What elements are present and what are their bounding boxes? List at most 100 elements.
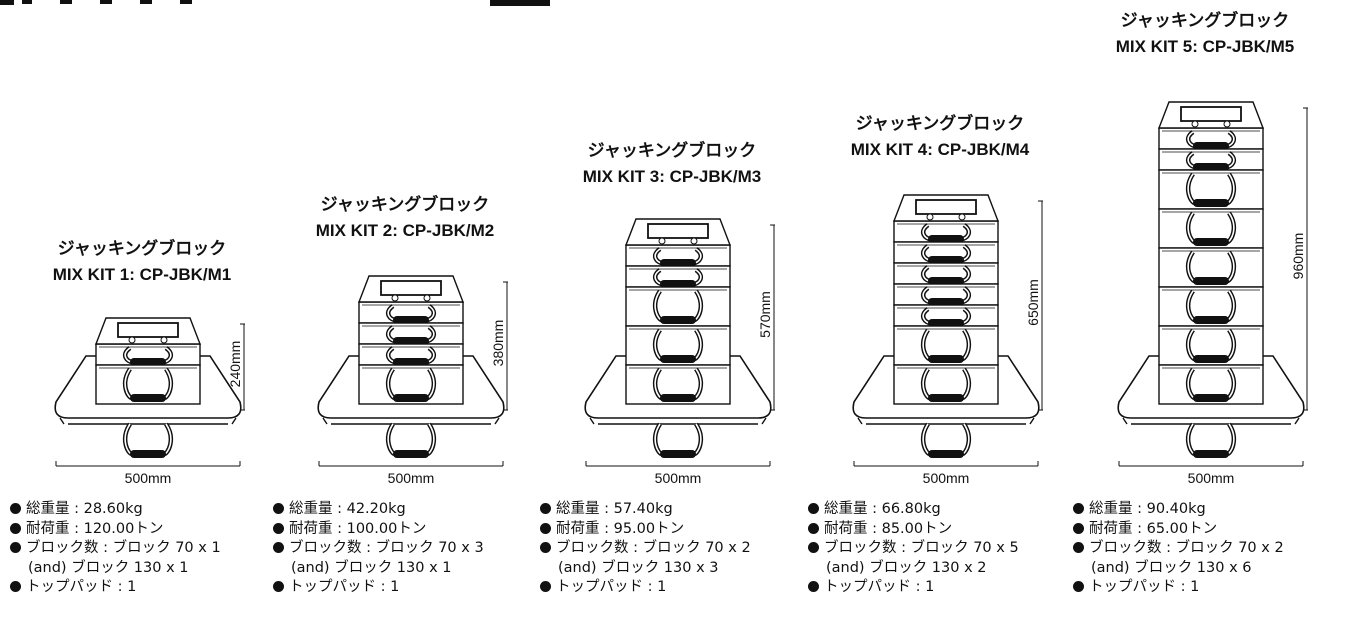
block-handle (1185, 130, 1237, 150)
block-handle (385, 367, 437, 402)
spec-blocks-and: (and) ブロック 130 x 2 (826, 559, 987, 576)
block-handle (652, 328, 704, 363)
block-handle (1185, 367, 1237, 402)
base-plate-corner (1122, 417, 1300, 425)
bullet-icon (1073, 503, 1084, 514)
spec-blocks: ブロック数 : ブロック 70 x 2 (1073, 539, 1284, 559)
height-label: 380mm (490, 320, 506, 367)
top-pad-bolt (926, 213, 934, 221)
block-handle (1185, 250, 1237, 285)
block-handle (1185, 328, 1237, 363)
spec-load: 耐荷重 : 120.00トン (10, 520, 221, 540)
block-handle (652, 268, 704, 288)
kit-specs: 総重量 : 57.40kg 耐荷重 : 95.00トン ブロック数 : ブロック… (540, 500, 751, 598)
kit-title-jp: ジャッキングブロック (587, 141, 757, 160)
spec-pads: トップパッド : 1 (273, 578, 484, 598)
width-label: 500mm (125, 470, 172, 486)
kit-title-jp: ジャッキングブロック (1120, 11, 1290, 30)
bullet-icon (808, 522, 819, 534)
base-plate-corner (322, 417, 500, 425)
bullet-icon (540, 581, 551, 592)
bullet-icon (10, 542, 21, 553)
top-pad-bolt (658, 237, 666, 245)
bullet-icon (273, 522, 284, 534)
block-handle (920, 328, 972, 363)
spec-blocks: ブロック数 : ブロック 70 x 1 (10, 539, 221, 559)
bullet-icon (1073, 542, 1084, 553)
top-pad-bolt (1191, 120, 1199, 128)
bullet-icon (273, 503, 284, 514)
kit-title: ジャッキングブロック MIX KIT 2: CP-JBK/M2 (285, 192, 525, 244)
spec-weight: 総重量 : 90.40kg (1073, 500, 1284, 520)
top-pad-bolt (128, 336, 136, 344)
spec-load: 耐荷重 : 85.00トン (808, 520, 1019, 540)
spec-blocks-and: (and) ブロック 130 x 1 (291, 559, 452, 576)
spec-weight: 総重量 : 28.60kg (10, 500, 221, 520)
block-handle (385, 325, 437, 345)
width-label: 500mm (923, 470, 970, 486)
kit-model: MIX KIT 5: CP-JBK/M5 (1115, 37, 1295, 56)
kit-title: ジャッキングブロック MIX KIT 1: CP-JBK/M1 (22, 236, 262, 288)
block-handle (920, 286, 972, 306)
top-pad-window (647, 223, 709, 239)
kit-model: MIX KIT 2: CP-JBK/M2 (315, 221, 495, 240)
bullet-icon (1073, 581, 1084, 592)
base-plate-corner (589, 417, 767, 425)
block-handle (1185, 172, 1237, 207)
kit-specs: 総重量 : 28.60kg 耐荷重 : 120.00トン ブロック数 : ブロッ… (10, 500, 221, 598)
width-label: 500mm (388, 470, 435, 486)
block-handle (652, 289, 704, 324)
top-pad-bolt (160, 336, 168, 344)
spec-pads: トップパッド : 1 (540, 578, 751, 598)
spec-blocks-and: (and) ブロック 130 x 3 (558, 559, 719, 576)
kit-title-jp: ジャッキングブロック (57, 239, 227, 258)
bullet-icon (540, 503, 551, 514)
base-handle (920, 422, 972, 458)
spec-pads: トップパッド : 1 (10, 578, 221, 598)
bullet-icon (808, 503, 819, 514)
base-handle (122, 422, 174, 458)
base-plate-corner (857, 417, 1035, 425)
top-pad-bolt (690, 237, 698, 245)
spec-load: 耐荷重 : 100.00トン (273, 520, 484, 540)
base-handle (652, 422, 704, 458)
bullet-icon (273, 542, 284, 553)
spec-load: 耐荷重 : 95.00トン (540, 520, 751, 540)
top-pad-window (117, 322, 179, 338)
base-handle (385, 422, 437, 458)
block-handle (385, 304, 437, 324)
kit-specs: 総重量 : 90.40kg 耐荷重 : 65.00トン ブロック数 : ブロック… (1073, 500, 1284, 598)
kit-title-jp: ジャッキングブロック (320, 195, 490, 214)
block-handle (1185, 211, 1237, 246)
kit-title: ジャッキングブロック MIX KIT 4: CP-JBK/M4 (820, 111, 1060, 163)
spec-weight: 総重量 : 57.40kg (540, 500, 751, 520)
height-label: 960mm (1290, 233, 1306, 280)
top-pad-bolt (391, 294, 399, 302)
top-pad-bolt (958, 213, 966, 221)
kit-specs: 総重量 : 42.20kg 耐荷重 : 100.00トン ブロック数 : ブロッ… (273, 500, 484, 598)
spec-weight: 総重量 : 42.20kg (273, 500, 484, 520)
block-handle (122, 346, 174, 366)
bullet-icon (10, 503, 21, 514)
top-pad-window (380, 280, 442, 296)
bullet-icon (540, 522, 551, 534)
spec-weight: 総重量 : 66.80kg (808, 500, 1019, 520)
block-handle (1185, 289, 1237, 324)
bullet-icon (808, 542, 819, 553)
block-handle (920, 367, 972, 402)
block-handle (652, 367, 704, 402)
spec-pads: トップパッド : 1 (1073, 578, 1284, 598)
kit-title-jp: ジャッキングブロック (855, 114, 1025, 133)
kit-model: MIX KIT 3: CP-JBK/M3 (582, 167, 762, 186)
width-label: 500mm (655, 470, 702, 486)
bullet-icon (808, 581, 819, 592)
block-handle (122, 367, 174, 402)
bullet-icon (273, 581, 284, 592)
top-pad-bolt (1223, 120, 1231, 128)
bullet-icon (10, 581, 21, 592)
